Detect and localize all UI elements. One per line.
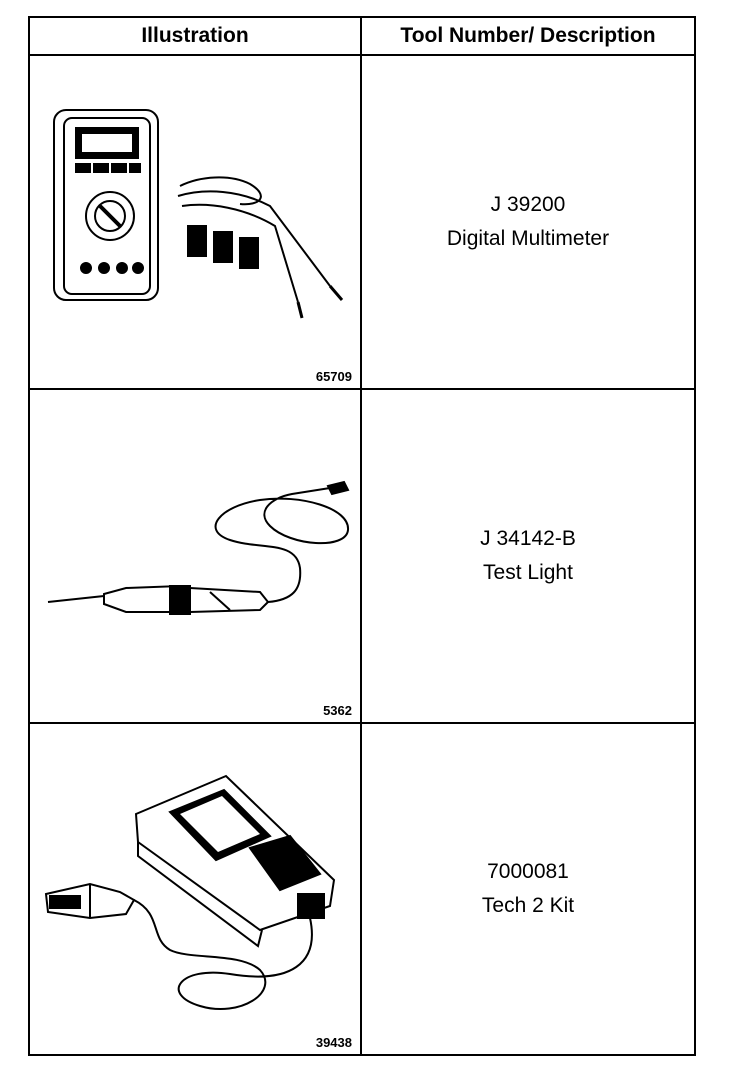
figure-number: 39438 — [315, 1035, 352, 1050]
tool-table: Illustration Tool Number/ Description — [28, 16, 696, 1056]
header-tool-description: Tool Number/ Description — [362, 18, 694, 56]
table-row: 5362 J 34142-B Test Light — [30, 390, 694, 724]
figure-number: 5362 — [323, 703, 352, 718]
multimeter-icon — [53, 109, 344, 319]
tool-description-cell: J 39200 Digital Multimeter — [362, 56, 694, 388]
figure-number: 65709 — [315, 369, 352, 384]
test-light-icon — [47, 480, 350, 615]
header-illustration: Illustration — [30, 18, 362, 56]
illustration-cell: 5362 — [30, 390, 362, 722]
tool-description: Tech 2 Kit — [481, 894, 575, 917]
table-row: 39438 7000081 Tech 2 Kit — [30, 724, 694, 1054]
tool-description: Test Light — [483, 561, 573, 584]
tool-description-cell: 7000081 Tech 2 Kit — [362, 724, 694, 1054]
tool-number: 7000081 — [487, 860, 569, 883]
tool-description-cell: J 34142-B Test Light — [362, 390, 694, 722]
illustration-cell: 39438 — [30, 724, 362, 1054]
tool-number: J 34142-B — [480, 527, 576, 550]
tech2-scanner-icon — [44, 774, 336, 1011]
tool-number: J 39200 — [490, 193, 566, 216]
illustration-cell: 65709 — [30, 56, 362, 388]
table-row: 65709 J 39200 Digital Multimeter — [30, 56, 694, 390]
tool-description: Digital Multimeter — [446, 227, 610, 250]
